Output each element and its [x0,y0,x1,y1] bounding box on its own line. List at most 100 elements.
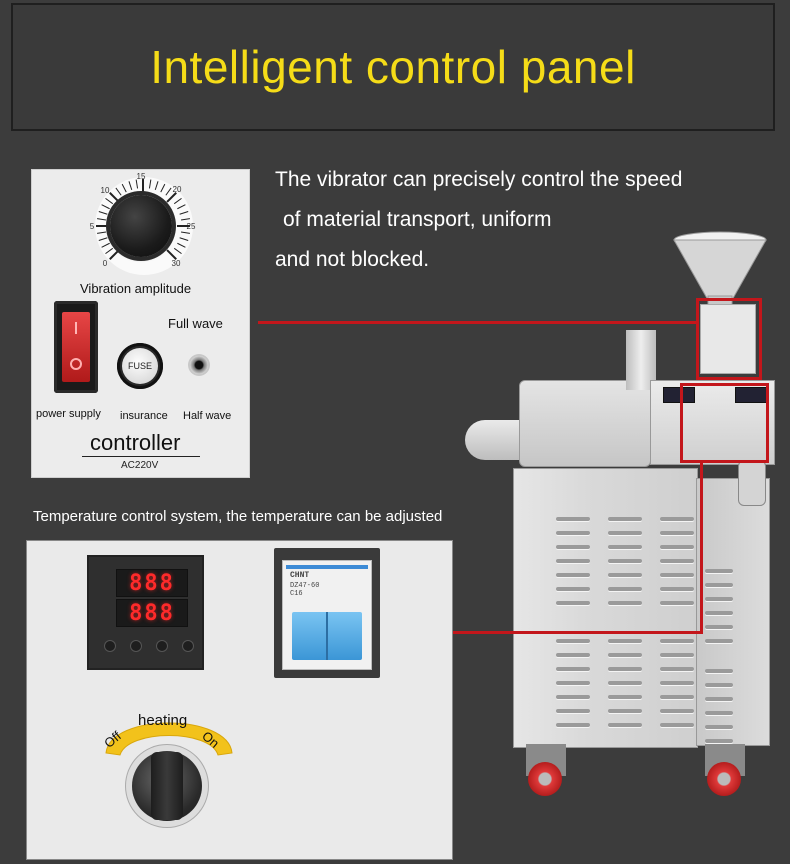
rotary-switch-grip[interactable] [151,752,183,820]
vent-slot [660,573,694,577]
dial-tick [173,247,182,255]
vent-slot [660,653,694,657]
vent-slot [660,667,694,671]
connector-line-temperature [453,631,703,634]
vibrator-description-line-3: and not blocked. [275,248,430,271]
heating-label-plate [105,722,233,756]
vent-slot [660,601,694,605]
breaker-brand: CHNT [290,571,310,580]
vent-slot [660,559,694,563]
dial-tick [105,197,114,205]
connector-line-vertical [700,463,703,633]
controller-button[interactable] [105,641,115,651]
dial-tick [180,231,190,234]
breaker-handle-divider [326,612,328,660]
vent-slot [705,739,733,743]
full-wave-label: Full wave [168,316,223,331]
vent-slot [660,695,694,699]
power-supply-label: power supply [36,408,101,420]
dial-tick [101,242,110,248]
vent-slot [608,587,642,591]
vent-slot [660,587,694,591]
power-on-mark [75,322,77,334]
pv-display: 888 [116,569,188,597]
half-wave-label: Half wave [183,410,232,422]
vent-slot [660,545,694,549]
breaker-strip [286,565,368,569]
temperature-controller: 888 888 [87,555,204,670]
controller-button[interactable] [131,641,141,651]
mini-screen [663,387,695,403]
vent-slot [608,545,642,549]
vent-slot [705,583,733,587]
vent-slot [608,723,642,727]
vent-slot [705,639,733,643]
vent-slot [705,725,733,729]
dial-tick [115,187,122,196]
vent-slot [660,723,694,727]
sv-display: 888 [116,599,188,627]
vent-slot [556,639,590,643]
dial-number: 20 [172,185,182,194]
vibration-amplitude-label: Vibration amplitude [80,281,192,296]
vent-slot [705,625,733,629]
dial-tick [105,247,114,255]
page-title: Intelligent control panel [150,41,636,93]
vent-slot [608,559,642,563]
controller-button[interactable] [183,641,193,651]
vent-slot [705,711,733,715]
vent-slot [556,653,590,657]
header-banner: Intelligent control panel [11,3,775,131]
vent-slot [608,517,642,521]
dial-tick [180,218,190,221]
dial-number: 5 [89,222,95,231]
vent-slot [660,517,694,521]
dial-tick [177,242,186,248]
vibrator-description-line-1: The vibrator can precisely control the s… [275,168,683,191]
dial-tick [179,237,189,241]
vent-slot [705,611,733,615]
vent-slot [608,601,642,605]
dial-tick [121,183,127,193]
controller-divider [82,456,200,457]
fuse-label: FUSE [122,348,158,384]
controller-button[interactable] [157,641,167,651]
dial-tick [101,204,110,210]
vent-slot [556,695,590,699]
toggle-switch-icon[interactable] [190,356,208,374]
vent-slot [556,559,590,563]
dial-number: 10 [100,186,110,195]
control-unit [650,380,775,465]
vent-slot [705,569,733,573]
vent-slot [556,517,590,521]
dial-tick [179,211,189,215]
caster-wheel [707,762,741,796]
caster-wheel [528,762,562,796]
press-mechanism [519,380,651,467]
door-latch [738,460,766,506]
vent-slot [608,653,642,657]
vent-slot [608,709,642,713]
voltage-label: AC220V [121,460,159,471]
vent-slot [705,697,733,701]
highlight-box-vibrator [696,298,762,380]
dial-tick [177,204,186,210]
dial-tick [98,211,108,215]
dial-number: 30 [171,259,181,268]
vent-slot [608,681,642,685]
dial-number: 0 [102,259,108,268]
power-off-mark [70,358,82,370]
hopper-funnel [673,231,767,310]
vent-slot [608,639,642,643]
rotary-dial-icon[interactable] [110,195,172,257]
machine-body [513,468,698,748]
vent-slot [556,545,590,549]
vent-slot [660,709,694,713]
dial-tick [173,197,182,205]
mini-controller-panel [700,304,756,374]
vent-slot [556,601,590,605]
vibrator-description-line-2: of material transport, uniform [283,208,552,231]
dial-tick [142,179,144,192]
dial-number: 25 [186,222,196,231]
breaker-rating: C16 [290,590,303,598]
